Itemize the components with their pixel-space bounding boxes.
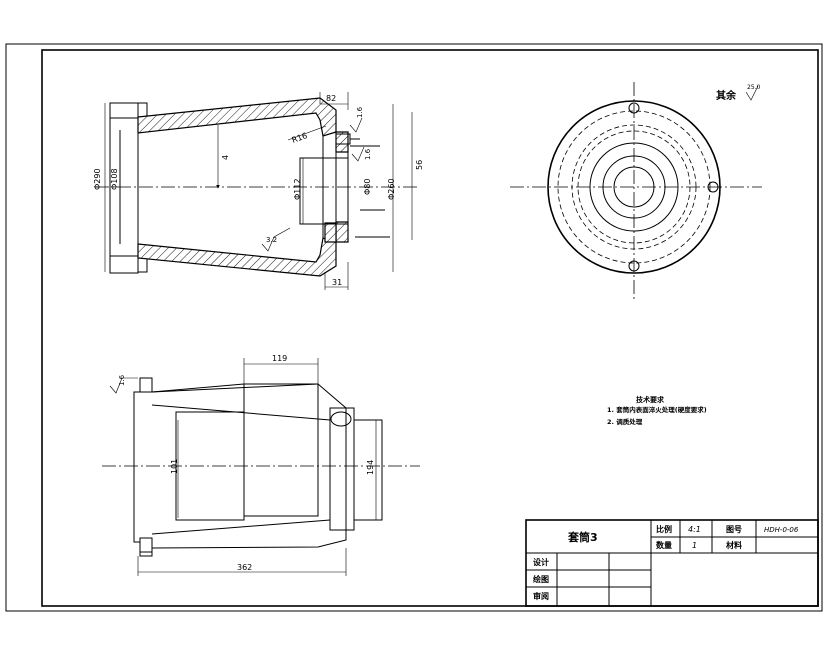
dim-bottom-top-width: 119 [272,354,287,363]
dim-right-small: Φ80 [363,179,372,195]
section-view [95,97,420,277]
dim-right-outer: Φ260 [387,178,396,200]
drawing-no-value: HDH-0-06 [764,526,799,534]
drafting-label: 绘图 [533,574,549,584]
dim-chamfer: R16 [291,131,309,145]
upper-wall-section [137,97,337,137]
dim-total-length: 362 [237,563,252,572]
lower-wall-section [137,237,337,277]
roughness-b: 1.6 [364,148,372,160]
title-block: 套筒3 比例 4:1 图号 HDH-0-06 数量 1 材料 设计 绘图 审阅 [525,519,819,607]
end-view: 其余 25.0 [510,82,762,302]
dim-wall-thickness: 4 [221,155,230,160]
side-view: 119 101 194 362 1.6 [102,354,420,576]
tech-requirements: 技术要求 1. 套筒内表面淬火处理(硬度要求) 2. 调质处理 [607,395,707,426]
bolt-hole-bottom [628,260,640,272]
bolt-hole-top [628,102,640,114]
outer-circle [547,100,721,274]
review-label: 审阅 [533,591,549,601]
tech-item-1: 1. 套筒内表面淬火处理(硬度要求) [607,405,707,414]
qty-label: 数量 [656,540,672,550]
dim-top-width: 82 [326,94,336,103]
tech-item-2: 2. 调质处理 [607,417,643,426]
dim-right-bore: Φ112 [293,178,302,200]
dim-bottom-right: 194 [366,460,375,475]
drawing-no-label: 图号 [726,525,742,534]
roughness-d: 1.6 [118,374,126,386]
part-name: 套筒3 [568,530,598,544]
design-label: 设计 [533,557,549,567]
drawing-frame [5,43,823,612]
roughness-c: 3.2 [266,236,277,244]
roughness-a: 1.6 [356,106,364,118]
qty-value: 1 [692,541,697,550]
dim-bottom-width: 31 [332,278,342,287]
tech-title: 技术要求 [636,395,665,404]
dim-outer-flange: Φ290 [93,168,102,190]
dim-step-height: 56 [415,160,424,170]
bolt-hole-right [707,181,719,193]
dim-bottom-inner: 101 [170,459,179,474]
scale-label: 比例 [656,524,672,534]
surface-note-value: 25.0 [747,84,761,91]
dim-inner-bore: Φ108 [110,168,119,190]
material-label: 材料 [726,540,742,550]
surface-note-label: 其余 [716,89,737,102]
scale-value: 4:1 [688,525,701,534]
